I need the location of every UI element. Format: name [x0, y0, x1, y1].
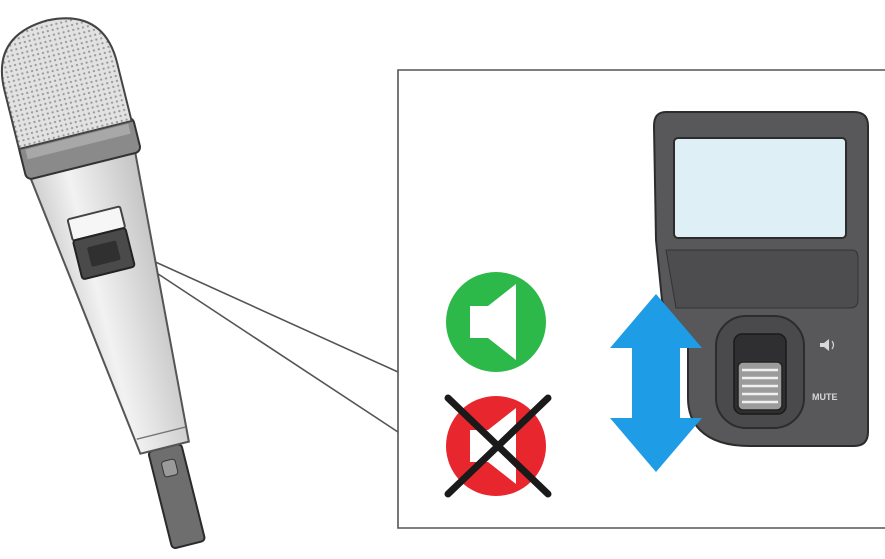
- speaker-on-icon: [446, 272, 546, 372]
- mute-slider-knob[interactable]: [738, 362, 782, 410]
- device-lower-panel: [666, 250, 858, 308]
- mute-marking-label: MUTE: [812, 392, 838, 402]
- speaker-muted-icon: [446, 396, 548, 496]
- microphone-body: [30, 151, 206, 463]
- device-display: [674, 138, 846, 238]
- microphone-connector: [148, 444, 205, 549]
